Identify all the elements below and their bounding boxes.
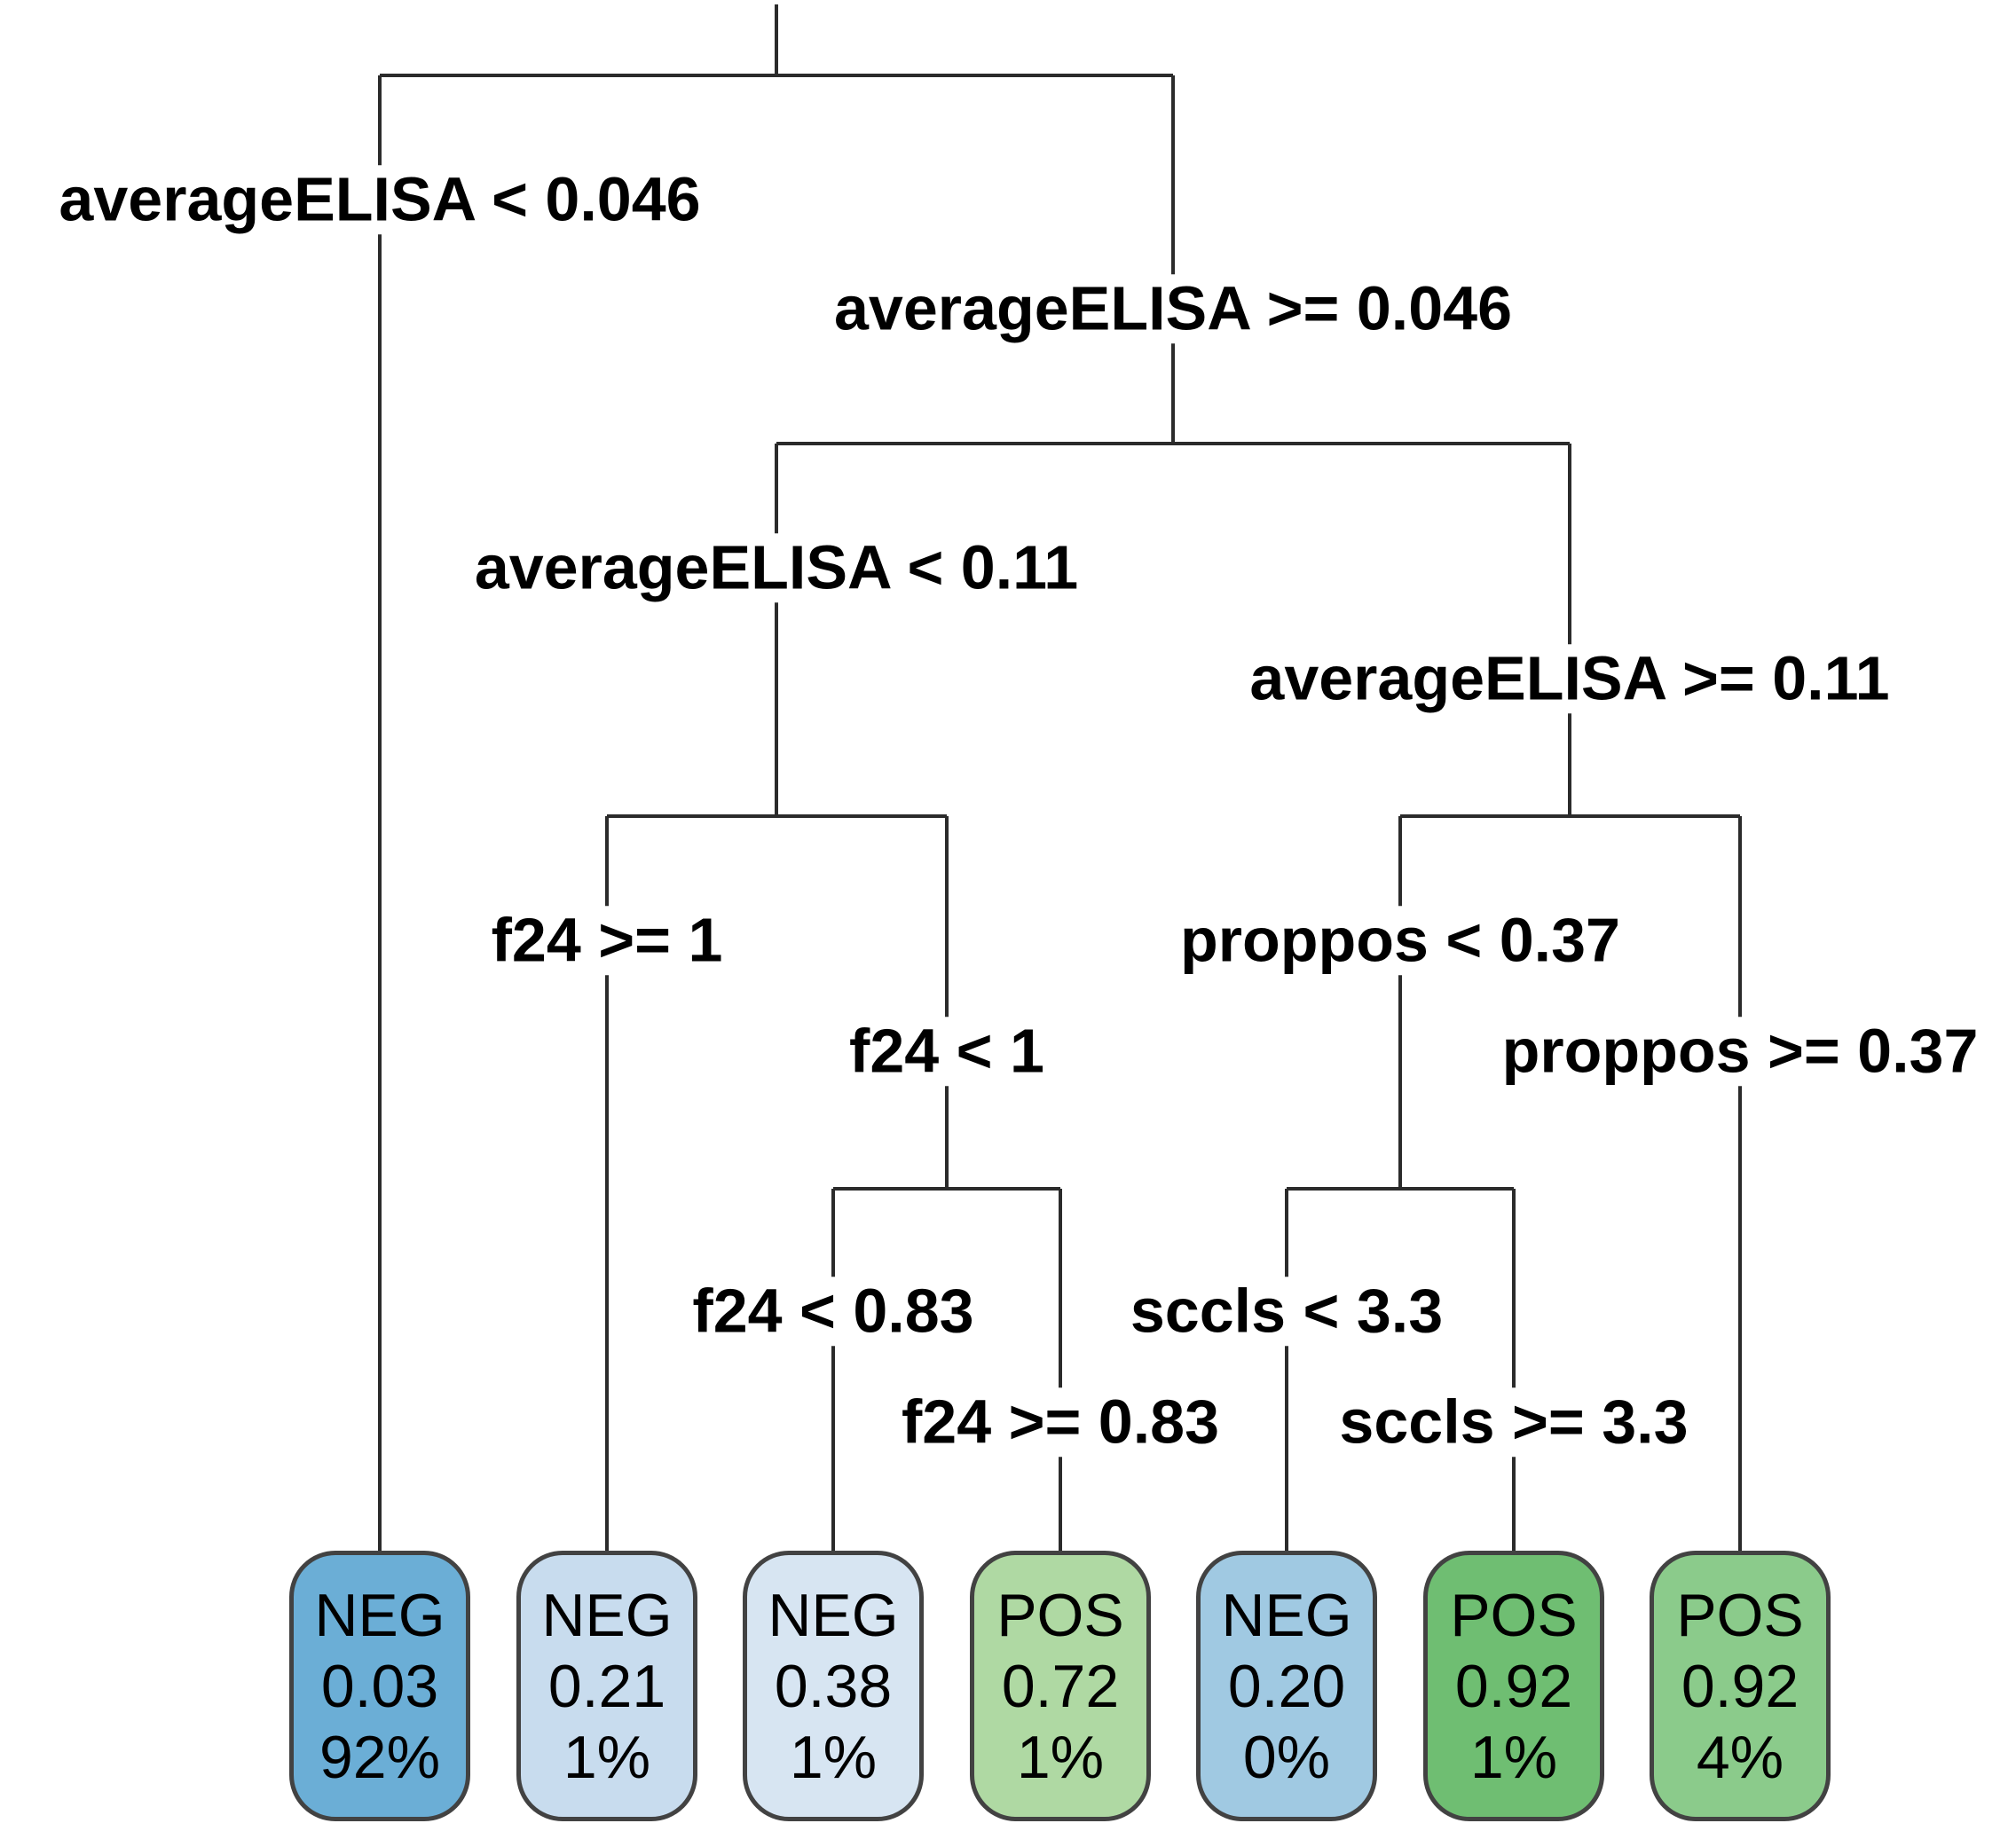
leaf-class-label: NEG (541, 1581, 673, 1649)
leaf-class-label: POS (1676, 1581, 1804, 1649)
split-label-root-left: averageELISA < 0.046 (48, 165, 712, 234)
split-label-elisa011-right: averageELISA >= 0.11 (1239, 644, 1901, 713)
leaf-probability: 0.21 (547, 1652, 666, 1720)
leaf-node-1: NEG 0.03 92% (289, 1551, 470, 1821)
leaf-probability: 0.38 (774, 1652, 893, 1720)
leaf-percent: 1% (1469, 1723, 1558, 1791)
leaf-class-label: POS (996, 1581, 1124, 1649)
leaf-class-label: NEG (768, 1581, 899, 1649)
branch-paths (378, 4, 1742, 1551)
split-label-f24-083-right: f24 >= 0.83 (890, 1387, 1231, 1457)
leaf-percent: 1% (1016, 1723, 1105, 1791)
split-label-f24-083-left: f24 < 0.83 (681, 1277, 985, 1346)
branch-line-group (378, 4, 1742, 1551)
leaf-node-7: POS 0.92 4% (1650, 1551, 1831, 1821)
leaf-class-label: NEG (1221, 1581, 1352, 1649)
split-label-elisa011-left: averageELISA < 0.11 (463, 533, 1090, 602)
leaf-percent: 92% (319, 1723, 441, 1791)
leaf-node-4: POS 0.72 1% (970, 1551, 1151, 1821)
leaf-percent: 1% (563, 1723, 651, 1791)
leaf-probability: 0.72 (1001, 1652, 1120, 1720)
leaf-probability: 0.20 (1227, 1652, 1346, 1720)
split-label-f24-right: f24 < 1 (839, 1017, 1055, 1086)
split-label-root-right: averageELISA >= 0.046 (823, 274, 1524, 343)
leaf-node-6: POS 0.92 1% (1423, 1551, 1604, 1821)
leaf-percent: 4% (1696, 1723, 1784, 1791)
leaf-probability: 0.03 (320, 1652, 439, 1720)
split-label-f24-left: f24 >= 1 (480, 906, 734, 975)
leaf-percent: 1% (789, 1723, 878, 1791)
leaf-node-2: NEG 0.21 1% (516, 1551, 697, 1821)
split-label-proppos-left: proppos < 0.37 (1169, 906, 1631, 975)
split-label-proppos-right: proppos >= 0.37 (1491, 1017, 1989, 1086)
split-label-sccls-left: sccls < 3.3 (1119, 1277, 1454, 1346)
leaf-class-label: POS (1450, 1581, 1578, 1649)
leaf-probability: 0.92 (1681, 1652, 1799, 1720)
leaf-class-label: NEG (314, 1581, 445, 1649)
leaf-node-5: NEG 0.20 0% (1196, 1551, 1377, 1821)
leaf-percent: 0% (1242, 1723, 1331, 1791)
leaf-node-3: NEG 0.38 1% (743, 1551, 924, 1821)
leaf-probability: 0.92 (1454, 1652, 1573, 1720)
split-label-sccls-right: sccls >= 3.3 (1328, 1387, 1699, 1457)
